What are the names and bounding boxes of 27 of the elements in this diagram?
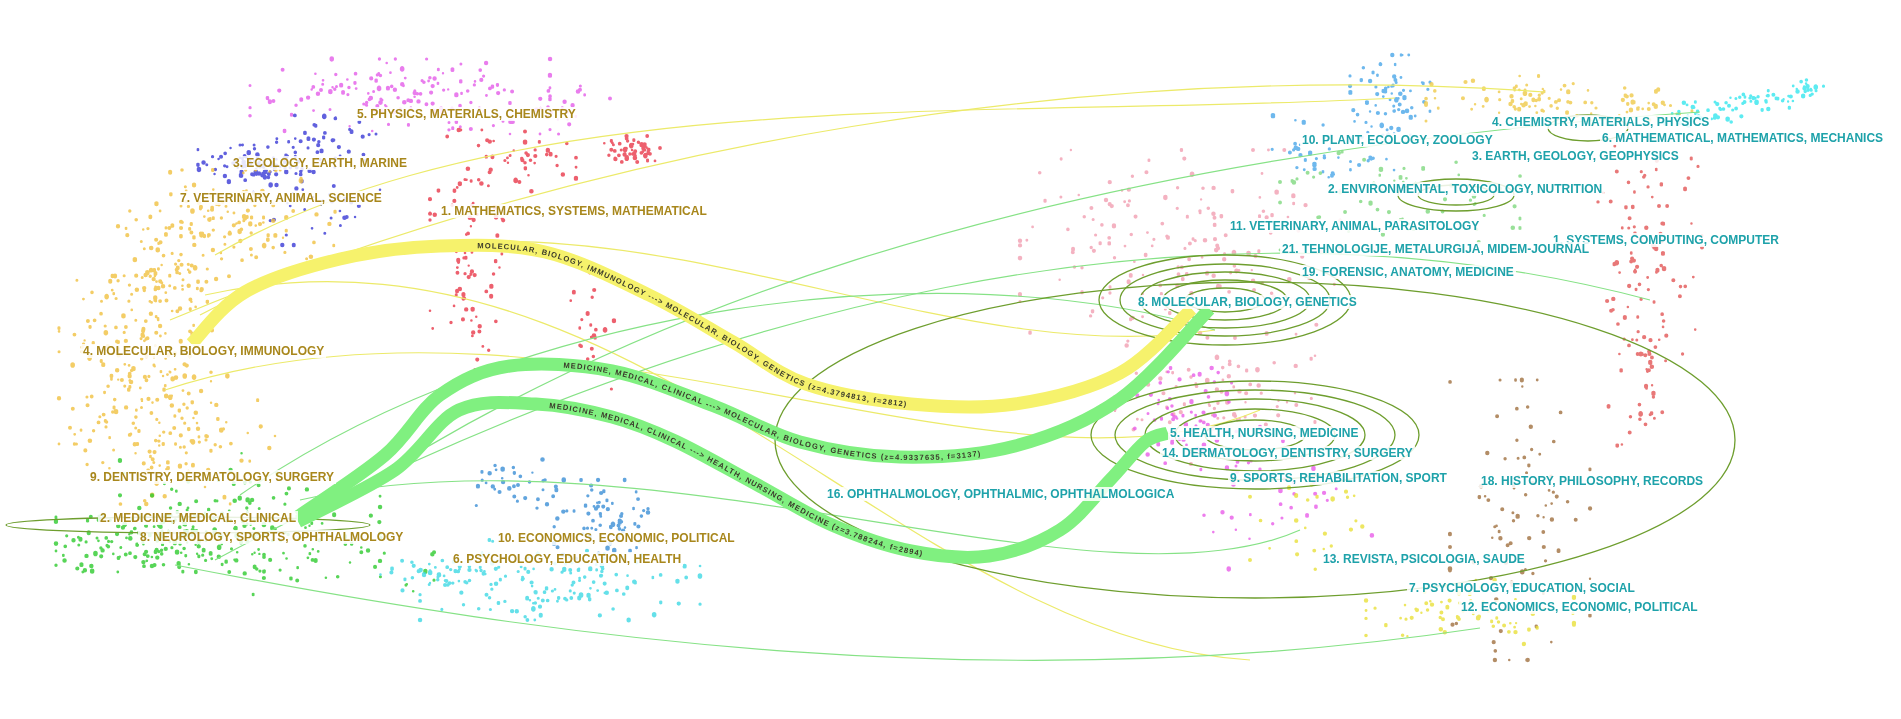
flow-band [186, 238, 1197, 414]
category-label: 13. REVISTA, PSICOLOGIA, SAUDE [1321, 552, 1527, 566]
category-label: 2. ENVIRONMENTAL, TOXICOLOGY, NUTRITION [1326, 182, 1605, 196]
category-label: 12. ECONOMICS, ECONOMIC, POLITICAL [1459, 600, 1700, 614]
category-label: 11. VETERINARY, ANIMAL, PARASITOLOGY [1228, 219, 1482, 233]
category-label: 9. DENTISTRY, DERMATOLOGY, SURGERY [88, 470, 337, 484]
category-label: 16. OPHTHALMOLOGY, OPHTHALMIC, OPHTHALMOLOGICA [825, 487, 1177, 501]
category-label: 5. PHYSICS, MATERIALS, CHEMISTRY [355, 107, 578, 121]
category-label: 7. PSYCHOLOGY, EDUCATION, SOCIAL [1407, 581, 1637, 595]
category-label: 3. EARTH, GEOLOGY, GEOPHYSICS [1470, 149, 1681, 163]
category-label: 18. HISTORY, PHILOSOPHY, RECORDS [1479, 474, 1706, 488]
category-label: 6. PSYCHOLOGY, EDUCATION, HEALTH [451, 552, 684, 566]
category-label: 19. FORENSIC, ANATOMY, MEDICINE [1300, 265, 1516, 279]
category-label: 2. MEDICINE, MEDICAL, CLINICAL [98, 511, 298, 525]
category-label: 7. VETERINARY, ANIMAL, SCIENCE [178, 191, 384, 205]
category-label: 3. ECOLOGY, EARTH, MARINE [231, 156, 410, 170]
category-label: 4. CHEMISTRY, MATERIALS, PHYSICS [1490, 115, 1712, 129]
category-label: 8. NEUROLOGY, SPORTS, OPHTHALMOLOGY [138, 530, 406, 544]
category-label: 5. HEALTH, NURSING, MEDICINE [1168, 426, 1361, 440]
category-label: 10. PLANT, ECOLOGY, ZOOLOGY [1300, 133, 1495, 147]
category-label: 9. SPORTS, REHABILITATION, SPORT [1228, 471, 1449, 485]
category-label: 6. MATHEMATICAL, MATHEMATICS, MECHANICS [1600, 131, 1886, 145]
category-label: 14. DERMATOLOGY, DENTISTRY, SURGERY [1160, 446, 1415, 460]
category-label: 4. MOLECULAR, BIOLOGY, IMMUNOLOGY [81, 344, 327, 358]
category-label: 1. MATHEMATICS, SYSTEMS, MATHEMATICAL [439, 204, 709, 218]
category-label: 8. MOLECULAR, BIOLOGY, GENETICS [1136, 295, 1359, 309]
category-label: 21. TEHNOLOGIJE, METALURGIJA, MIDEM-JOURNAL [1280, 242, 1592, 256]
